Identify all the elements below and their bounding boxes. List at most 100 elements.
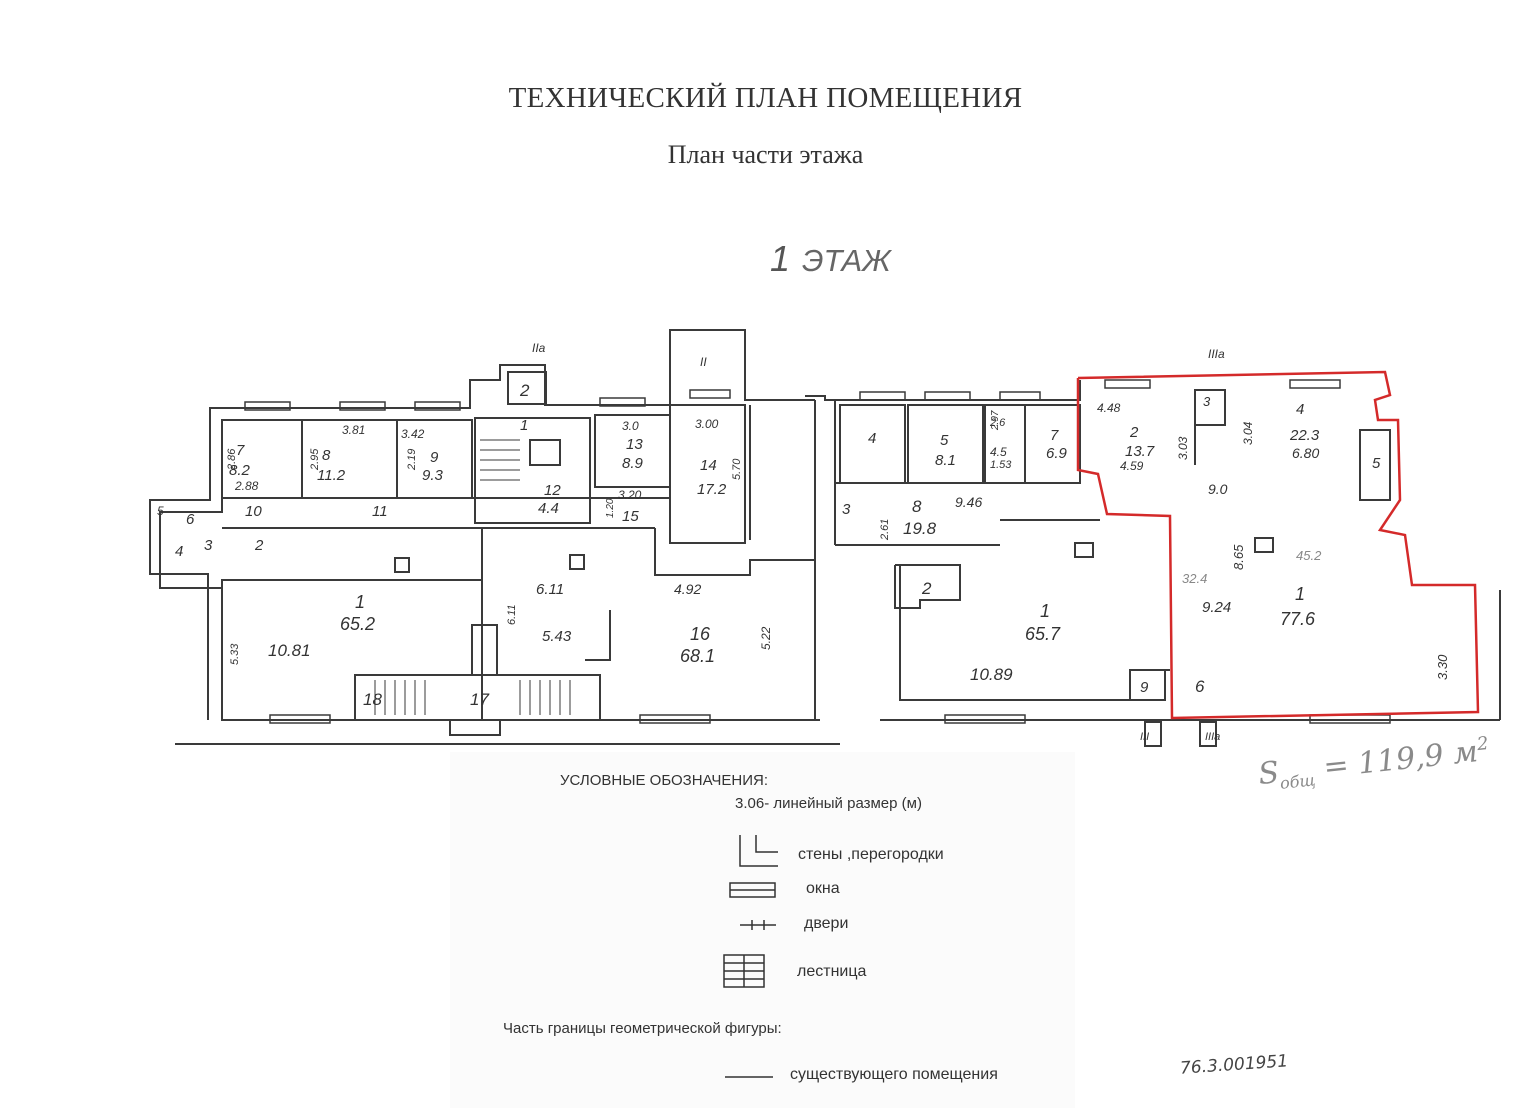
legend-stairs-label: лестница — [797, 963, 867, 980]
right-room-8-no: 8 — [912, 497, 922, 516]
document-title: ТЕХНИЧЕСКИЙ ПЛАН ПОМЕЩЕНИЯ — [508, 82, 1023, 114]
right-label-3: 3 — [842, 501, 851, 518]
dim-3-20: 3.20 — [618, 488, 642, 502]
right-room-1-area: 65.7 — [1025, 624, 1061, 644]
right-room-4-area: 22.3 — [1289, 427, 1320, 444]
left-room-13-no: 13 — [626, 436, 643, 453]
dim-2-61: 2.61 — [879, 519, 891, 541]
dim-5-70: 5.70 — [731, 458, 743, 480]
legend-symbols — [723, 835, 778, 1078]
dim-9-24: 9.24 — [1202, 599, 1231, 616]
left-label-5: 5 — [157, 504, 164, 518]
dim-10-81: 10.81 — [268, 641, 311, 660]
right-label-6: 6 — [1195, 677, 1205, 696]
right-room-7-area: 6.9 — [1046, 445, 1068, 462]
left-room-12-no: 12 — [544, 482, 561, 499]
right-room-1b-no: 1 — [1295, 584, 1305, 604]
right-room-2-no: 2 — [1129, 424, 1139, 441]
left-room-14-area: 17.2 — [697, 481, 727, 498]
left-label-18: 18 — [363, 690, 382, 709]
legend-dimension-note: 3.06- линейный размер (м) — [735, 795, 922, 812]
right-label-9: 9 — [1140, 679, 1149, 696]
right-plan-labels: 8.1 5 6.9 7 19.8 8 65.7 1 13.7 2 22.3 4 … — [842, 347, 1450, 743]
dim-4-48: 4.48 — [1097, 401, 1121, 415]
dim-6-11: 6.11 — [506, 604, 518, 625]
left-room-1-area: 65.2 — [340, 614, 375, 634]
left-label-10: 10 — [245, 503, 262, 520]
left-label-stair-1: 1 — [520, 417, 528, 434]
dim-4-5: 4.5 — [990, 445, 1007, 459]
dim-4-92: 5.43 — [542, 628, 572, 645]
dim-1-20: 1.20 — [605, 498, 616, 518]
right-room-5-area: 8.1 — [935, 452, 956, 469]
right-plan-walls — [805, 379, 1501, 747]
floor-text: ЭТАЖ — [802, 243, 891, 278]
floor-label: 1 ЭТАЖ — [770, 238, 891, 280]
dim-3-0: 3.0 — [622, 419, 639, 433]
left-room-16-area: 68.1 — [680, 646, 715, 666]
left-label-6: 6 — [186, 511, 195, 528]
dim-9-0: 9.0 — [1208, 481, 1228, 497]
wall-symbol-icon — [739, 835, 778, 867]
right-room-2-area: 13.7 — [1125, 443, 1155, 460]
dim-2-88: 2.88 — [234, 479, 259, 493]
dim-9-46: 9.46 — [955, 494, 982, 510]
dim-1-53: 1.53 — [990, 459, 1012, 471]
left-room-9-no: 9 — [430, 449, 439, 466]
total-area-unit-sup: 2 — [1475, 732, 1490, 756]
dim-2-86: 2.86 — [226, 448, 238, 471]
dim-8-65: 8.65 — [1231, 544, 1246, 570]
left-room-16-no: 16 — [690, 624, 711, 644]
right-room-8-area: 19.8 — [903, 519, 937, 538]
left-plan-walls — [149, 329, 840, 745]
left-room-8-no: 8 — [322, 447, 331, 464]
right-label-5: 5 — [1372, 455, 1381, 472]
left-room-7-no: 7 — [236, 442, 245, 459]
dim-3-03: 3.03 — [1176, 436, 1190, 460]
right-label-axis-IIIa-bottom: IIIa — [1205, 731, 1220, 743]
right-label-axis-IIIa-top: IIIa — [1208, 347, 1225, 361]
total-area-prefix: S — [1256, 755, 1281, 793]
left-label-2: 2 — [254, 537, 264, 554]
legend-boundary-label: существующего помещения — [790, 1066, 998, 1083]
left-label-axis-IIa: IIa — [532, 341, 546, 355]
legend-background — [450, 752, 1075, 1108]
dim-5-22: 5.22 — [759, 626, 773, 650]
left-room-14-no: 14 — [700, 457, 717, 474]
legend-doors-label: двери — [804, 915, 849, 932]
dim-3-00: 3.00 — [695, 417, 719, 431]
legend-title: УСЛОВНЫЕ ОБОЗНАЧЕНИЯ: — [560, 772, 769, 789]
right-label-axis-III: III — [1140, 731, 1149, 743]
dim-2-97: 2.97 — [990, 410, 1001, 431]
right-room-4-no: 4 — [1296, 401, 1304, 418]
right-room-5-no: 5 — [940, 432, 949, 449]
legend-walls-label: стены ,перегородки — [798, 846, 944, 863]
dim-2-95: 2.95 — [309, 448, 321, 471]
left-label-axis-II: II — [700, 355, 707, 369]
total-area-sub: общ — [1279, 770, 1317, 793]
dim-10-89: 10.89 — [970, 665, 1013, 684]
premises-boundary — [1076, 370, 1480, 720]
left-room-12-area: 4.4 — [538, 500, 559, 517]
left-room-9-area: 9.3 — [422, 467, 444, 484]
left-label-17: 17 — [470, 690, 489, 709]
legend-windows-label: окна — [806, 880, 840, 897]
dim-5-80: 4.92 — [674, 581, 701, 597]
right-label-2: 2 — [921, 579, 932, 598]
left-label-15: 15 — [622, 508, 639, 525]
dim-45-2: 45.2 — [1296, 548, 1322, 563]
dim-5-33: 5.33 — [229, 643, 241, 665]
left-label-4: 4 — [175, 543, 183, 560]
dim-32-4: 32.4 — [1182, 571, 1207, 586]
right-room-7-no: 7 — [1050, 427, 1059, 444]
left-label-3: 3 — [204, 537, 213, 554]
dim-3-81: 3.81 — [342, 423, 365, 437]
left-room-8-area: 11.2 — [317, 467, 346, 484]
floor-number: 1 — [770, 238, 791, 279]
dim-2-19: 2.19 — [406, 449, 418, 471]
right-label-3b: 3 — [1203, 394, 1211, 409]
dim-6-80: 6.80 — [1292, 445, 1319, 461]
right-room-1-no: 1 — [1040, 601, 1050, 621]
